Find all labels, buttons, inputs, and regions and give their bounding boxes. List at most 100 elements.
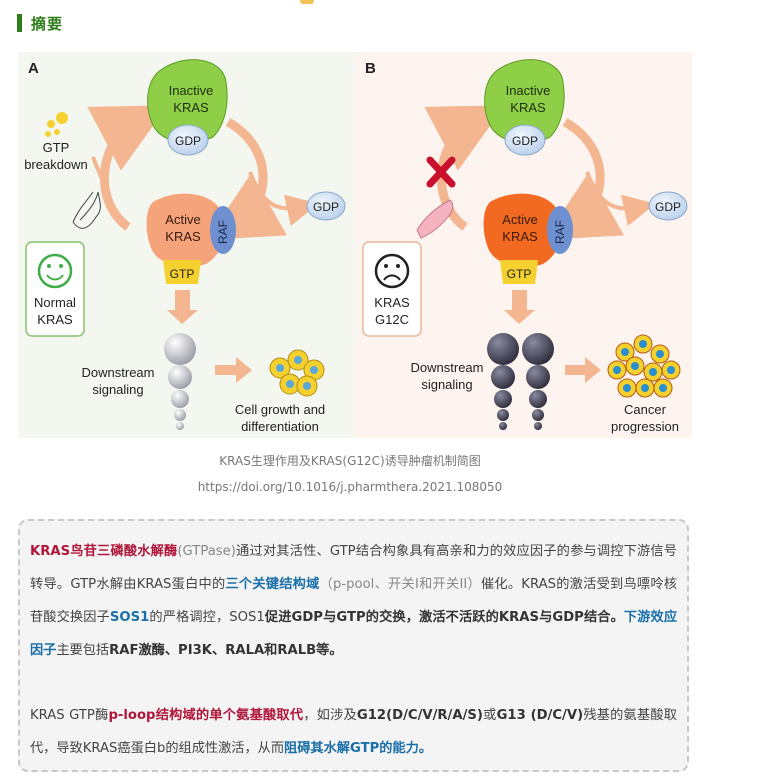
status-label-1: KRAS — [374, 295, 410, 310]
signal-ball-1 — [164, 333, 196, 365]
text-emph-dark: G12(D/C/V/R/A/S) — [356, 708, 483, 723]
text-emph-red: KRAS鸟苷三磷酸水解酶 — [30, 544, 178, 559]
text-emph-blue: 三个关键结构域 — [225, 577, 320, 592]
text-emph-blue: SOS1 — [109, 610, 150, 625]
gtp-breakdown-label-2: breakdown — [24, 157, 88, 172]
text-plain: 通过对其活性、GTP结合构象具有高亲和力的效应因子的参与调控下游信号转导。GTP… — [30, 544, 677, 592]
smile-face-icon — [37, 253, 73, 289]
hand-icon — [72, 191, 101, 229]
downstream-label-2: signaling — [92, 382, 143, 397]
panel-b-diagram: Inactive KRAS GDP GDP RAF Active KRAS GT… — [362, 59, 688, 434]
down-arrow — [167, 290, 198, 324]
panel-b: B Inactive KRAS GDP — [355, 52, 692, 438]
panel-label-a: A — [28, 60, 39, 77]
gdp-released-bubble — [648, 191, 688, 221]
text-plain: 催化。KRAS的激活受到鸟嘌呤核苷酸交换因子 — [30, 577, 678, 625]
gtp-breakdown-label-1: GTP — [43, 140, 70, 155]
panel-label-b: B — [365, 60, 376, 77]
normal-cells-icon — [269, 349, 325, 397]
kras-figure: A Inactive KRAS GDP — [18, 52, 692, 438]
text-emph-dark: RAF激酶、PI3K、RALA和RALB等。 — [109, 643, 343, 658]
text-plain: 主要包括 — [56, 643, 110, 658]
inactive-kras-shape — [484, 59, 565, 144]
active-label-1: Active — [502, 212, 537, 227]
gtp-dot-4 — [54, 129, 60, 135]
active-kras-shape — [146, 193, 225, 267]
gdp-bound-label: GDP — [512, 134, 538, 148]
down-arrow — [504, 290, 535, 324]
active-label-2: KRAS — [502, 229, 538, 244]
text-emph-dark: 促进GDP与GTP的交换，激活不活跃的KRAS与GDP结合。 — [264, 610, 624, 625]
inactive-label-1: Inactive — [169, 83, 214, 98]
blocked-cross-icon — [426, 156, 456, 188]
downstream-label-1: Downstream — [411, 360, 484, 375]
paragraph-gap — [30, 667, 677, 699]
gdp-released-label: GDP — [655, 200, 681, 214]
signal-ball-1b — [522, 333, 554, 365]
result-label-2: differentiation — [241, 419, 319, 434]
gtp-label: GTP — [170, 267, 195, 281]
gdp-release-arrow — [585, 171, 656, 227]
gtp-label: GTP — [507, 267, 532, 281]
smile-mouth — [46, 274, 64, 281]
summary-box: KRAS鸟苷三磷酸水解酶(GTPase)通过对其活性、GTP结合构象具有高亲和力… — [18, 519, 689, 772]
signal-ball-2 — [168, 365, 192, 389]
result-label-1: Cancer — [624, 402, 667, 417]
header-accent-bar — [17, 14, 22, 32]
signal-ball-3a — [494, 390, 512, 408]
gdp-bound-bubble — [167, 124, 209, 156]
sad-eye-right — [396, 264, 400, 268]
downstream-label-2: signaling — [421, 377, 472, 392]
gdp-released-bubble — [306, 191, 346, 221]
signal-ball-5 — [176, 422, 184, 430]
gdp-bound-bubble — [504, 124, 546, 156]
text-plain: KRAS GTP酶 — [30, 708, 109, 723]
text-muted: （p-pool、开关I和开关II） — [319, 577, 481, 592]
inactive-label-2: KRAS — [173, 100, 209, 115]
text-plain: 的严格调控，SOS1 — [149, 610, 265, 625]
raf-label: RAF — [216, 220, 230, 244]
raf-shape — [547, 206, 573, 254]
text-plain: ，如涉及 — [303, 708, 357, 723]
text-emph-red: p-loop结构域的单个氨基酸取代 — [108, 708, 304, 723]
status-label-2: KRAS — [37, 312, 73, 327]
active-kras-shape — [483, 193, 562, 267]
summary-paragraph-1: KRAS鸟苷三磷酸水解酶(GTPase)通过对其活性、GTP结合构象具有高亲和力… — [30, 535, 677, 667]
figure-caption: KRAS生理作用及KRAS(G12C)诱导肿瘤机制简图 — [219, 454, 481, 468]
inactive-label-1: Inactive — [506, 83, 551, 98]
status-label-1: Normal — [34, 295, 76, 310]
text-emph-blue: 下游效应因子 — [30, 610, 678, 658]
gdp-release-arrow — [248, 171, 319, 227]
sad-mouth — [383, 274, 401, 281]
signal-ball-5a — [499, 422, 507, 430]
text-plain: 残基的氨基酸取代，导致KRAS癌蛋白b的组成性激活，从而 — [30, 708, 677, 756]
text-emph-dark: G13 (D/C/V) — [496, 708, 584, 723]
cycle-arrow-left — [87, 105, 168, 231]
result-label-1: Cell growth and — [235, 402, 325, 417]
gtp-dot-3 — [45, 131, 51, 137]
active-label-2: KRAS — [165, 229, 201, 244]
cycle-arrow-right — [206, 118, 288, 240]
result-label-2: progression — [611, 419, 679, 434]
signal-ball-4b — [532, 409, 544, 421]
signal-ball-2a — [491, 365, 515, 389]
gdp-released-label: GDP — [313, 200, 339, 214]
gtp-dot-2 — [56, 112, 68, 124]
figure-doi-link[interactable]: https://doi.org/10.1016/j.pharmthera.202… — [197, 480, 503, 494]
inactive-kras-shape — [147, 59, 228, 144]
section-header: 摘要 — [17, 13, 63, 33]
smile-eye-left — [47, 264, 51, 268]
raf-shape — [210, 206, 236, 254]
summary-paragraph-2: KRAS GTP酶p-loop结构域的单个氨基酸取代，如涉及G12(D/C/V/… — [30, 699, 677, 765]
sad-eye-left — [384, 264, 388, 268]
status-label-2: G12C — [375, 312, 409, 327]
signal-ball-3 — [171, 390, 189, 408]
gtp-block — [163, 260, 201, 284]
gtp-dot-1 — [47, 120, 55, 128]
result-arrow — [215, 357, 252, 383]
raf-label: RAF — [553, 220, 567, 244]
signal-ball-1a — [487, 333, 519, 365]
text-plain: 或 — [482, 708, 497, 723]
gtp-block — [500, 260, 538, 284]
gdp-bound-label: GDP — [175, 134, 201, 148]
